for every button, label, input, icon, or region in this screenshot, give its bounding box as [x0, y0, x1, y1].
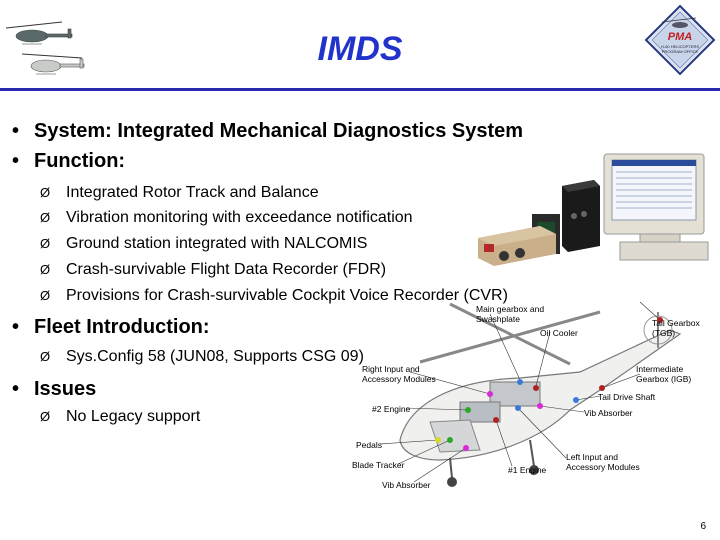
label-main-gearbox: Main gearbox and Swashplate	[476, 304, 545, 324]
pma-logo-text: PMA	[667, 31, 693, 43]
label-tail-gearbox: Tail Gearbox (TGB)	[652, 318, 700, 338]
helicopter-icons	[5, 21, 85, 75]
arrow-bullet-icon: Ø	[40, 210, 51, 225]
pma-logo-subtitle: H-60 HELICOPTERS PROGRAM OFFICE	[660, 44, 699, 54]
page-number: 6	[700, 521, 706, 532]
bullet-fleet: •Fleet Introduction:	[12, 316, 210, 338]
label-vib-absorber-bottom: Vib Absorber	[382, 480, 431, 490]
label-engine-1: #1 Engine	[508, 465, 547, 475]
helicopter-cutaway-diagram	[379, 301, 682, 487]
label-intermediate-gearbox: Intermediate Gearbox (IGB)	[636, 364, 692, 384]
page-title: IMDS	[317, 30, 403, 68]
bullet-function: •Function:	[12, 150, 126, 172]
bullet-issues: •Issues	[12, 378, 97, 400]
label-vib-absorber-right: Vib Absorber	[584, 408, 633, 418]
ground-station-equipment-image	[478, 153, 709, 266]
label-tail-drive-shaft: Tail Drive Shaft	[598, 392, 656, 402]
label-blade-tracker: Blade Tracker	[352, 460, 405, 470]
title-rule	[0, 88, 720, 91]
arrow-bullet-icon: Ø	[40, 288, 51, 303]
arrow-bullet-icon: Ø	[40, 185, 51, 200]
label-pedals: Pedals	[356, 440, 382, 450]
bullet-system: •System: Integrated Mechanical Diagnosti…	[12, 120, 524, 142]
pma-logo: PMA H-60 HELICOPTERS PROGRAM OFFICE	[644, 4, 716, 76]
arrow-bullet-icon: Ø	[40, 236, 51, 251]
label-oil-cooler: Oil Cooler	[540, 328, 578, 338]
arrow-bullet-icon: Ø	[40, 349, 51, 364]
label-engine-2: #2 Engine	[372, 404, 411, 414]
label-right-input: Right Input and Accessory Modules	[362, 364, 436, 384]
arrow-bullet-icon: Ø	[40, 262, 51, 277]
arrow-bullet-icon: Ø	[40, 409, 51, 424]
label-left-input: Left Input and Accessory Modules	[566, 452, 640, 472]
